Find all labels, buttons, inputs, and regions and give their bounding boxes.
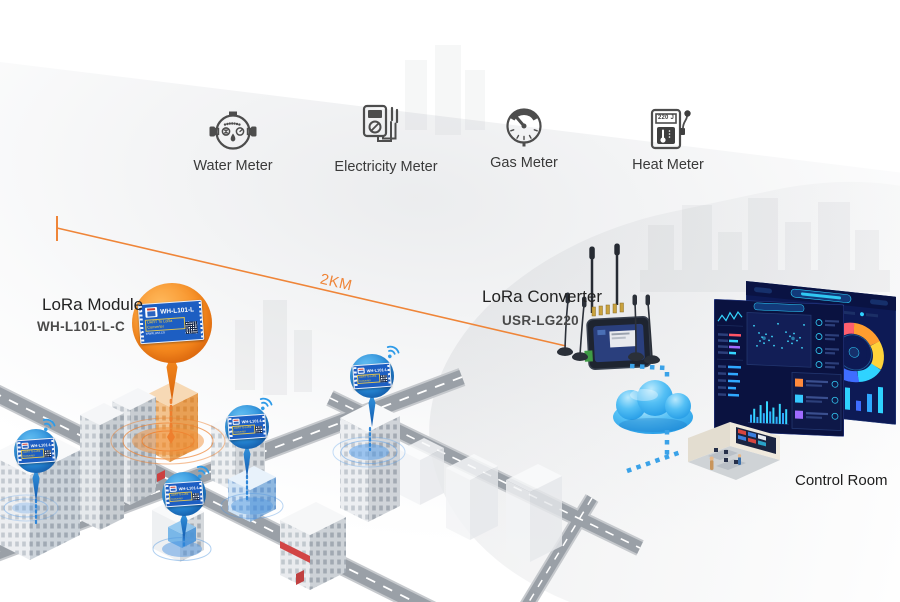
lora-converter-model: USR-LG220 bbox=[502, 313, 579, 328]
gas-meter-label: Gas Meter bbox=[490, 155, 558, 171]
qr-code-icon bbox=[43, 449, 52, 458]
lora-module-model: WH-L101-L-C bbox=[37, 319, 126, 334]
module-card: WH-L101-L UART To LoRa Converter bbox=[164, 480, 204, 508]
module-card: WH-L101-L UART To LoRa Converter bbox=[352, 362, 392, 390]
dashboard-screen-front bbox=[713, 298, 845, 438]
lora-module-marker-small: WH-L101-L UART To LoRa Converter bbox=[162, 465, 210, 550]
marker-drop-lines bbox=[34, 398, 372, 549]
usr-logo-icon bbox=[21, 442, 29, 449]
wifi-signal-icon bbox=[42, 418, 56, 432]
marker-bubble: WH-L101-L UART To LoRa Converter bbox=[225, 405, 269, 449]
qr-code-icon bbox=[191, 492, 200, 501]
usr-logo-icon bbox=[232, 418, 240, 425]
module-card: WH-L101-L UART To LoRa Converter bbox=[16, 437, 56, 465]
heat-meter-label: Heat Meter bbox=[632, 157, 704, 173]
lora-converter-title: LoRa Converter bbox=[482, 287, 603, 306]
qr-code-icon bbox=[379, 374, 388, 383]
electricity-meter-label: Electricity Meter bbox=[334, 159, 438, 175]
lora-module-marker-small: WH-L101-L UART To LoRa Converter bbox=[14, 418, 58, 507]
marker-pointer bbox=[32, 468, 40, 502]
usr-logo-icon bbox=[357, 367, 365, 374]
lora-module-marker-small: WH-L101-L UART To LoRa Converter bbox=[350, 345, 400, 432]
marker-bubble: WH-L101-L UART To LoRa Converter bbox=[350, 354, 394, 398]
heat-meter-display: 220 J bbox=[657, 114, 674, 121]
control-room-illustration bbox=[680, 410, 788, 490]
marker-pointer bbox=[368, 393, 376, 427]
marker-bubble: WH-L101-L UART To LoRa Converter bbox=[14, 429, 58, 473]
marker-bubble: WH-L101-L UART To LoRa Converter bbox=[162, 472, 206, 516]
control-room-label: Control Room bbox=[795, 472, 888, 489]
usr-logo-icon bbox=[169, 485, 177, 492]
lora-module-title: LoRa Module bbox=[42, 295, 144, 314]
marker-pointer bbox=[243, 444, 251, 478]
marker-pointer bbox=[166, 353, 178, 401]
module-card: WH-L101-L UART To LoRa Converter bbox=[227, 413, 267, 441]
water-meter-label: Water Meter bbox=[193, 158, 273, 174]
wifi-signal-icon bbox=[386, 345, 400, 359]
lora-converter-device bbox=[540, 243, 670, 383]
wifi-signal-icon bbox=[259, 397, 273, 411]
heat-meter-icon: 220 J bbox=[642, 104, 698, 161]
marker-pointer bbox=[180, 511, 188, 541]
lora-module-marker-small: WH-L101-L UART To LoRa Converter bbox=[225, 397, 273, 483]
electricity-meter-icon bbox=[352, 100, 408, 157]
water-meter-icon bbox=[205, 104, 261, 161]
gas-meter-icon bbox=[498, 100, 554, 157]
usr-logo-icon bbox=[144, 306, 158, 318]
qr-code-icon bbox=[254, 425, 263, 434]
cloud-icon bbox=[598, 372, 708, 443]
qr-code-icon bbox=[185, 321, 198, 335]
signal-ripples bbox=[0, 417, 406, 561]
